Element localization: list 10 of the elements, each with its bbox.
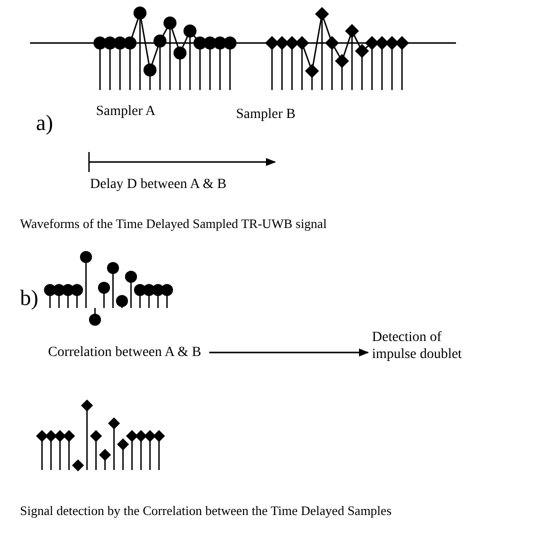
sampler-label: Sampler A xyxy=(96,103,156,120)
figure-caption: Signal detection by the Correlation between the Time Delayed Samples xyxy=(20,502,393,519)
sampler-label: Sampler B xyxy=(236,106,296,123)
panel-label: b) xyxy=(20,285,38,311)
text-label: Detection of impulse doublet xyxy=(372,329,482,363)
dimension-label: Delay D between A & B xyxy=(90,176,226,193)
panel-label: a) xyxy=(36,110,54,136)
figure-caption: Waveforms of the Time Delayed Sampled TR-UWB signal xyxy=(20,215,327,232)
arrow xyxy=(209,348,369,356)
text-label: Correlation between A & B xyxy=(48,344,202,361)
